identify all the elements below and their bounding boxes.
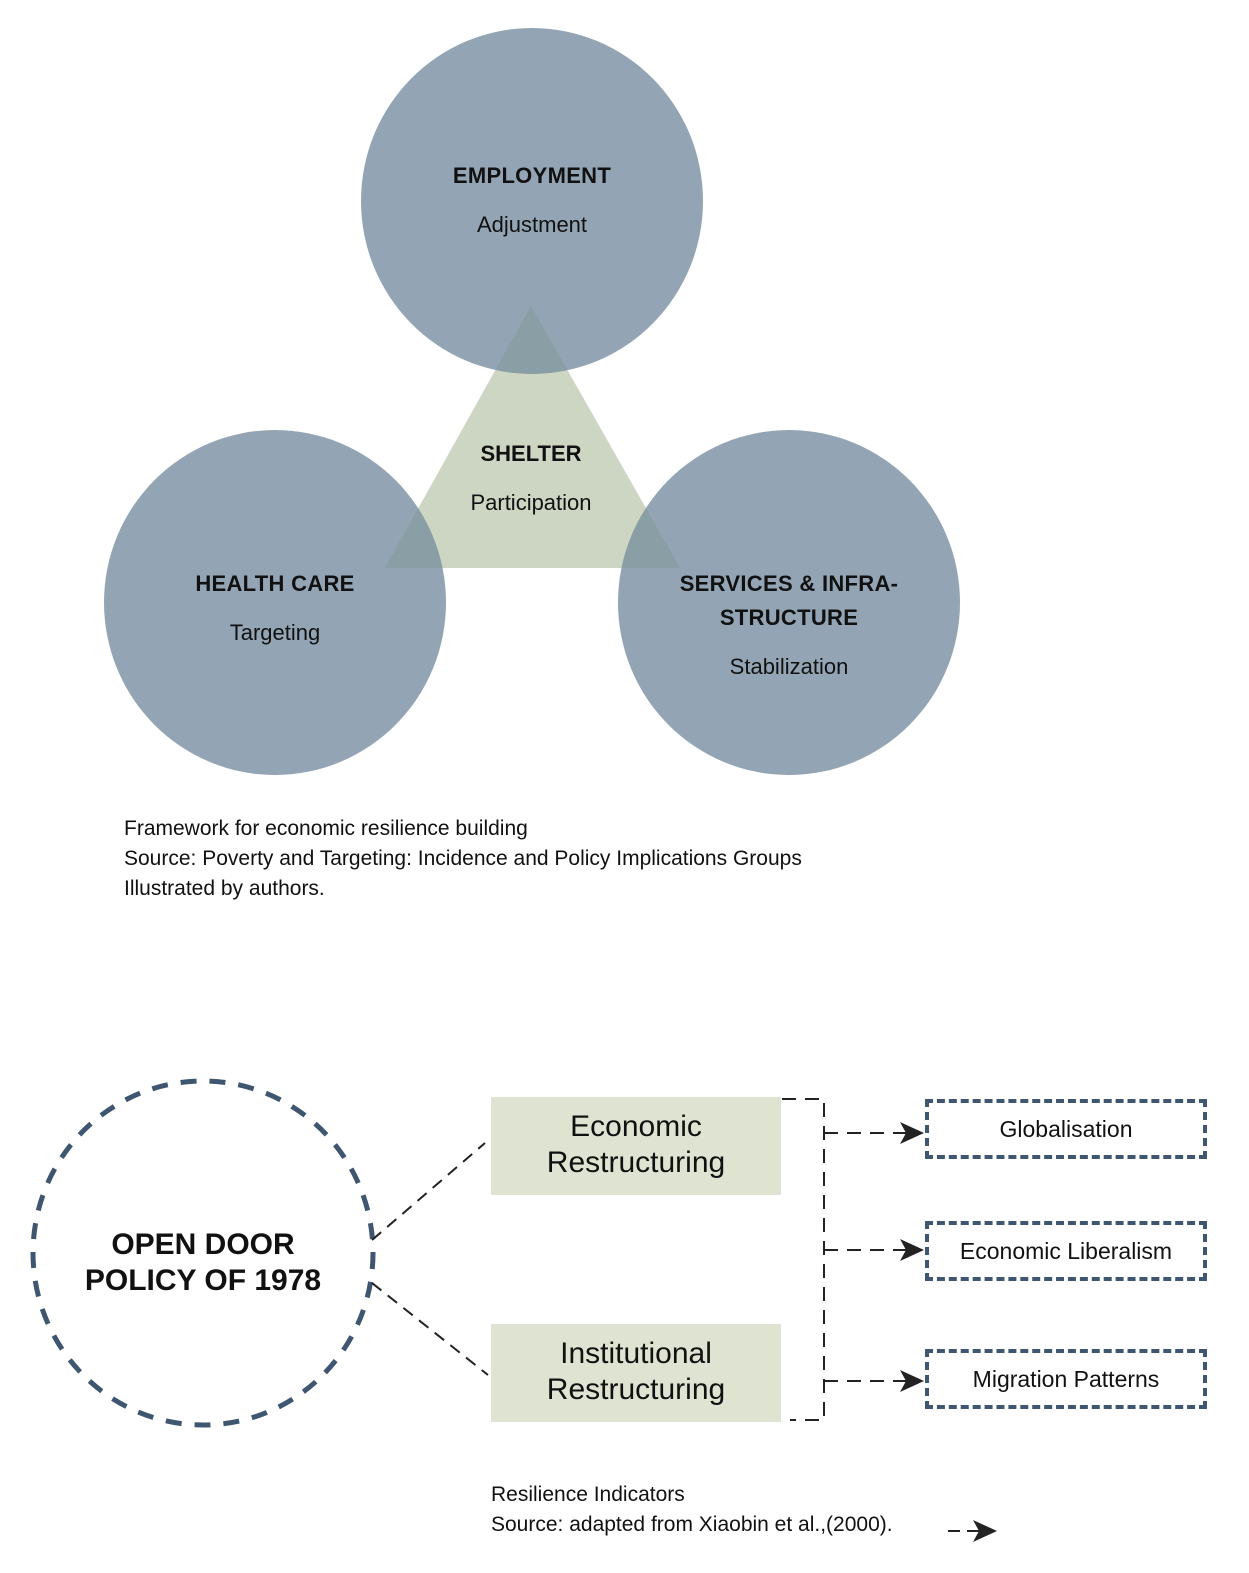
policy-caption: Resilience Indicators Source: adapted fr… [491, 1480, 951, 1540]
globalisation-box: Globalisation [925, 1099, 1207, 1159]
framework-caption-line3: Illustrated by authors. [124, 877, 325, 900]
open-door-policy-circle [30, 1078, 376, 1428]
shelter-subtitle: Participation [470, 490, 592, 515]
open-door-policy-line1: OPEN DOOR [111, 1228, 295, 1261]
shelter-title: SHELTER [480, 441, 582, 466]
economic-restructuring-line1: Economic [570, 1110, 702, 1143]
globalisation-label: Globalisation [999, 1116, 1133, 1142]
services-title-line1: SERVICES & INFRA- [679, 571, 899, 596]
migration-patterns-box: Migration Patterns [925, 1349, 1207, 1409]
services-title-line2: STRUCTURE [719, 605, 859, 630]
services-circle: SERVICES & INFRA- STRUCTURE Stabilizatio… [618, 430, 960, 775]
policy-caption-line1: Resilience Indicators [491, 1483, 685, 1506]
services-subtitle: Stabilization [729, 654, 849, 679]
health-care-subtitle: Targeting [229, 620, 321, 645]
connector-to-economic [371, 1142, 486, 1241]
policy-caption-line2: Source: adapted from Xiaobin et al.,(200… [491, 1513, 893, 1536]
framework-caption-line1: Framework for economic resilience buildi… [124, 817, 528, 840]
framework-triangle-layer [385, 306, 680, 568]
economic-liberalism-box: Economic Liberalism [925, 1221, 1207, 1281]
migration-patterns-label: Migration Patterns [972, 1366, 1160, 1392]
institutional-restructuring-box: Institutional Restructuring [491, 1324, 781, 1422]
health-care-title: HEALTH CARE [195, 571, 355, 596]
open-door-policy-label: OPEN DOOR POLICY OF 1978 [33, 1227, 373, 1299]
framework-caption: Framework for economic resilience buildi… [124, 814, 1024, 904]
shelter-triangle [385, 306, 680, 568]
employment-title: EMPLOYMENT [452, 163, 612, 188]
bracket [782, 1098, 825, 1421]
framework-caption-line2: Source: Poverty and Targeting: Incidence… [124, 847, 802, 870]
economic-restructuring-box: Economic Restructuring [491, 1097, 781, 1195]
economic-liberalism-label: Economic Liberalism [959, 1238, 1173, 1264]
health-care-circle: HEALTH CARE Targeting [104, 430, 446, 775]
employment-subtitle: Adjustment [476, 212, 588, 237]
institutional-restructuring-line1: Institutional [560, 1337, 712, 1370]
connector-to-institutional [371, 1282, 489, 1376]
institutional-restructuring-line2: Restructuring [546, 1373, 726, 1406]
economic-restructuring-line2: Restructuring [546, 1146, 726, 1179]
open-door-policy-line2: POLICY OF 1978 [84, 1264, 322, 1297]
employment-circle: EMPLOYMENT Adjustment [361, 28, 703, 374]
